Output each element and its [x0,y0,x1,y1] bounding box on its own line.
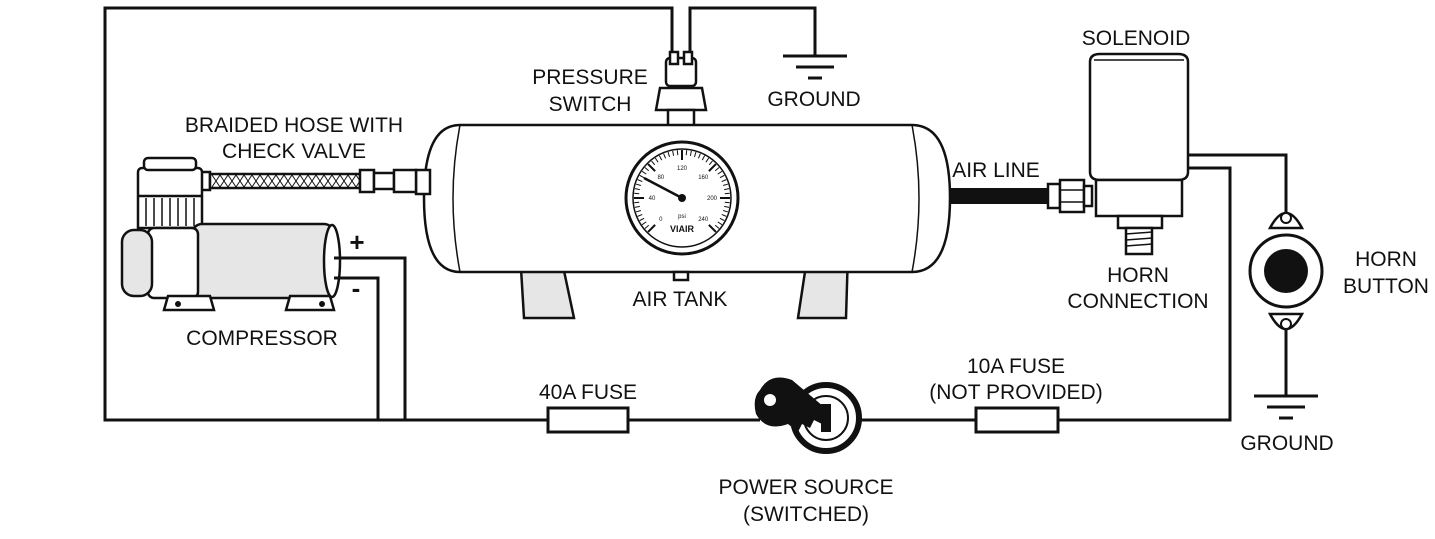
gauge-tick-label: 40 [649,196,656,202]
key-icon [755,378,859,451]
horn-connection-label-line2: CONNECTION [1067,290,1208,313]
gauge-unit: psi [678,214,686,220]
fuse-10a-label-line2: (NOT PROVIDED) [929,381,1102,404]
solenoid [1090,54,1188,254]
positive-terminal-label: + [349,227,364,257]
horn-button-label-line2: BUTTON [1343,275,1429,298]
fuse-10a-label-line1: 10A FUSE [967,355,1065,378]
fuse-40a-label: 40A FUSE [539,381,637,404]
gauge-tick-label: 80 [657,175,664,181]
gauge-brand: VIAIR [670,224,695,234]
negative-terminal-label: - [352,273,361,303]
wire-pressure-switch-to-ground [690,8,815,62]
braided-hose [200,170,416,192]
fuse-40a [548,408,628,432]
ground-symbol-top [783,56,847,78]
pressure-switch-label-line2: SWITCH [549,93,632,116]
air-tank-label: AIR TANK [633,288,728,311]
horn-button [1250,213,1322,329]
braided-hose-label-line1: BRAIDED HOSE WITH [185,114,403,137]
gauge-tick-label: 200 [707,196,718,202]
air-line-label: AIR LINE [952,159,1040,182]
braided-hose-label-line2: CHECK VALVE [222,140,366,163]
horn-button-label-line1: HORN [1355,248,1417,271]
wire-solenoid-to-horn-button [1188,155,1286,215]
ground-bottom-label: GROUND [1240,432,1333,455]
pressure-switch [656,52,706,126]
gauge-tick-label: 240 [698,217,709,223]
power-source-label-line1: POWER SOURCE [718,476,893,499]
pressure-switch-label-line1: PRESSURE [532,66,648,89]
horn-button-cap [1264,249,1308,293]
solenoid-coil [1090,54,1188,180]
solenoid-label: SOLENOID [1082,27,1191,50]
gauge-tick-label: 120 [677,166,688,172]
horn-connection-label-line1: HORN [1107,264,1169,287]
compressor-label: COMPRESSOR [186,327,338,350]
fuse-10a [976,408,1058,432]
ground-top-label: GROUND [767,88,860,111]
wire-compressor-positive [336,258,548,420]
ground-symbol-bottom [1254,396,1318,418]
air-line [950,180,1092,212]
power-source-label-line2: (SWITCHED) [743,503,869,526]
gauge-tick-label: 160 [698,175,709,181]
